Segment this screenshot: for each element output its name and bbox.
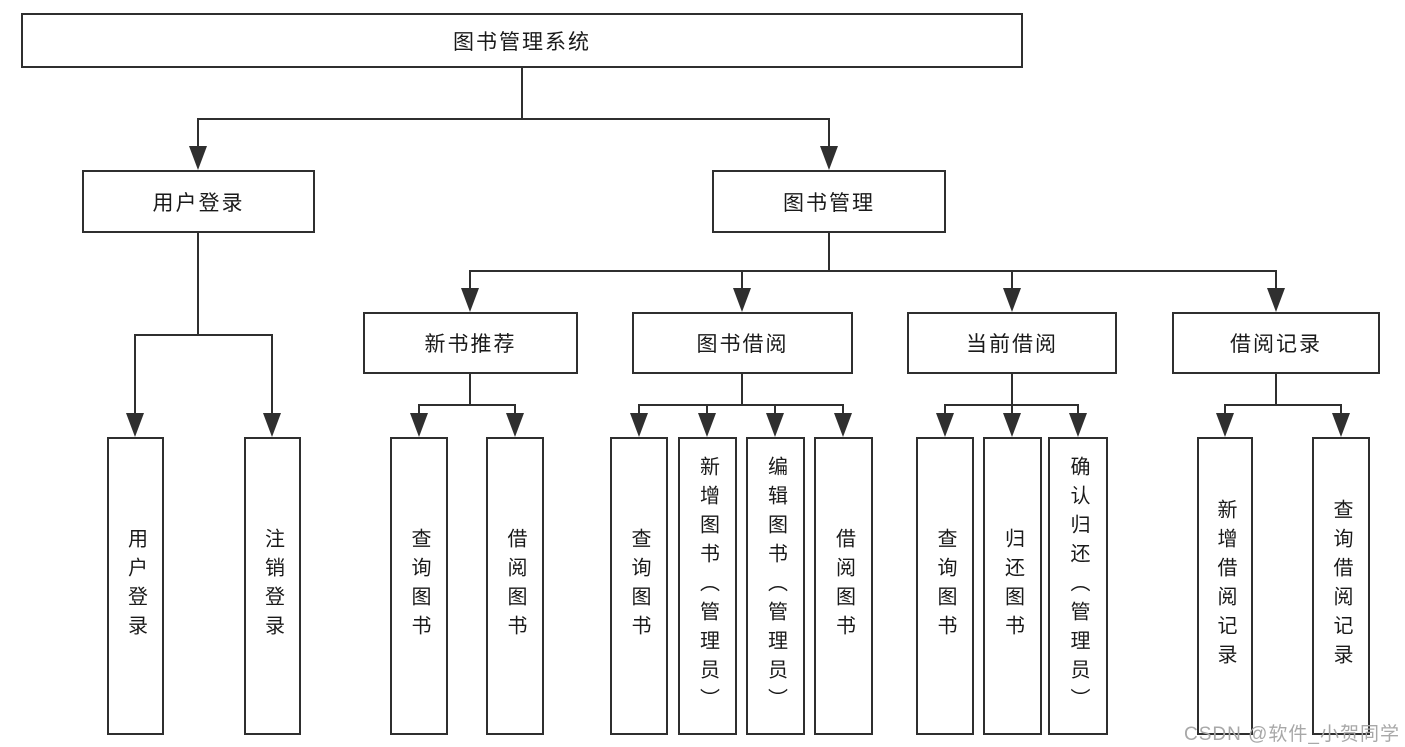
- leaf-logout: 注销登录: [244, 437, 301, 735]
- connector-line: [1011, 270, 1013, 290]
- csdn-watermark: CSDN @软件_小贺同学: [1184, 724, 1400, 745]
- leaf-query-borrow-record-label: 查询借阅记录: [1330, 499, 1352, 673]
- node-user-login-label: 用户登录: [152, 191, 245, 215]
- arrowhead-icon: [820, 146, 838, 170]
- leaf-return-books-label: 归还图书: [1001, 528, 1024, 644]
- node-book-borrow: 图书借阅: [632, 312, 853, 374]
- arrowhead-icon: [1216, 413, 1234, 437]
- connector-line: [638, 404, 844, 406]
- arrowhead-icon: [698, 413, 716, 437]
- arrowhead-icon: [126, 413, 144, 437]
- leaf-borrow-books-label: 借阅图书: [832, 528, 855, 644]
- connector-line: [469, 374, 471, 406]
- node-borrow-records: 借阅记录: [1172, 312, 1380, 374]
- connector-line: [469, 270, 471, 290]
- leaf-add-borrow-record: 新增借阅记录: [1197, 437, 1253, 735]
- arrowhead-icon: [461, 288, 479, 312]
- connector-line: [741, 374, 743, 406]
- connector-line: [1224, 404, 1226, 415]
- leaf-add-borrow-record-label: 新增借阅记录: [1214, 499, 1236, 673]
- connector-line: [1275, 270, 1277, 290]
- leaf-add-books-admin: 新增图书（管理员）: [678, 437, 737, 735]
- leaf-query-books-recommend: 查询图书: [390, 437, 448, 735]
- connector-line: [828, 118, 830, 148]
- leaf-query-books-current: 查询图书: [916, 437, 974, 735]
- leaf-edit-books-admin-label: 编辑图书（管理员）: [764, 455, 787, 717]
- leaf-query-books-borrow-label: 查询图书: [628, 528, 650, 644]
- leaf-query-books-current-label: 查询图书: [934, 528, 956, 644]
- leaf-confirm-return-admin-label: 确认归还（管理员）: [1067, 455, 1089, 717]
- leaf-borrow-books: 借阅图书: [814, 437, 873, 735]
- connector-line: [521, 68, 523, 120]
- connector-line: [1077, 404, 1079, 415]
- connector-line: [1224, 404, 1342, 406]
- node-current-borrow: 当前借阅: [907, 312, 1117, 374]
- connector-line: [1011, 404, 1013, 415]
- arrowhead-icon: [936, 413, 954, 437]
- leaf-confirm-return-admin: 确认归还（管理员）: [1048, 437, 1108, 735]
- node-new-book-recommend-label: 新书推荐: [424, 333, 517, 356]
- connector-line: [944, 404, 946, 415]
- arrowhead-icon: [766, 413, 784, 437]
- leaf-return-books: 归还图书: [983, 437, 1042, 735]
- connector-line: [774, 404, 776, 415]
- leaf-borrow-books-recommend: 借阅图书: [486, 437, 544, 735]
- leaf-borrow-books-recommend-label: 借阅图书: [504, 528, 526, 644]
- connector-line: [418, 404, 420, 415]
- leaf-query-books-recommend-label: 查询图书: [408, 528, 430, 644]
- connector-line: [135, 334, 272, 336]
- arrowhead-icon: [834, 413, 852, 437]
- connector-line: [271, 334, 273, 415]
- arrowhead-icon: [1069, 413, 1087, 437]
- arrowhead-icon: [263, 413, 281, 437]
- node-book-management-label: 图书管理: [783, 191, 875, 215]
- connector-line: [706, 404, 708, 415]
- arrowhead-icon: [1267, 288, 1285, 312]
- node-current-borrow-label: 当前借阅: [966, 333, 1058, 356]
- arrowhead-icon: [189, 146, 207, 170]
- leaf-query-books-borrow: 查询图书: [610, 437, 668, 735]
- arrowhead-icon: [410, 413, 428, 437]
- arrowhead-icon: [1332, 413, 1350, 437]
- connector-line: [1275, 374, 1277, 406]
- connector-line: [842, 404, 844, 415]
- connector-line: [1340, 404, 1342, 415]
- arrowhead-icon: [733, 288, 751, 312]
- leaf-edit-books-admin: 编辑图书（管理员）: [746, 437, 805, 735]
- connector-line: [638, 404, 640, 415]
- connector-line: [134, 334, 136, 415]
- arrowhead-icon: [1003, 413, 1021, 437]
- node-borrow-records-label: 借阅记录: [1230, 333, 1322, 356]
- connector-line: [741, 270, 743, 290]
- connector-line: [1011, 374, 1013, 406]
- leaf-logout-label: 注销登录: [261, 528, 284, 644]
- node-user-login: 用户登录: [82, 170, 315, 233]
- leaf-query-borrow-record: 查询借阅记录: [1312, 437, 1370, 735]
- node-library-system: 图书管理系统: [21, 13, 1023, 68]
- leaf-user-login-label: 用户登录: [124, 528, 147, 644]
- connector-line: [197, 118, 199, 148]
- connector-line: [828, 233, 830, 272]
- leaf-add-books-admin-label: 新增图书（管理员）: [696, 455, 719, 717]
- node-library-system-label: 图书管理系统: [453, 30, 591, 54]
- connector-line: [469, 270, 1277, 272]
- arrowhead-icon: [1003, 288, 1021, 312]
- connector-line: [197, 233, 199, 336]
- node-book-borrow-label: 图书借阅: [696, 333, 789, 356]
- node-book-management: 图书管理: [712, 170, 946, 233]
- connector-line: [197, 118, 830, 120]
- connector-line: [514, 404, 516, 415]
- arrowhead-icon: [506, 413, 524, 437]
- node-new-book-recommend: 新书推荐: [363, 312, 578, 374]
- arrowhead-icon: [630, 413, 648, 437]
- leaf-user-login: 用户登录: [107, 437, 164, 735]
- connector-line: [418, 404, 516, 406]
